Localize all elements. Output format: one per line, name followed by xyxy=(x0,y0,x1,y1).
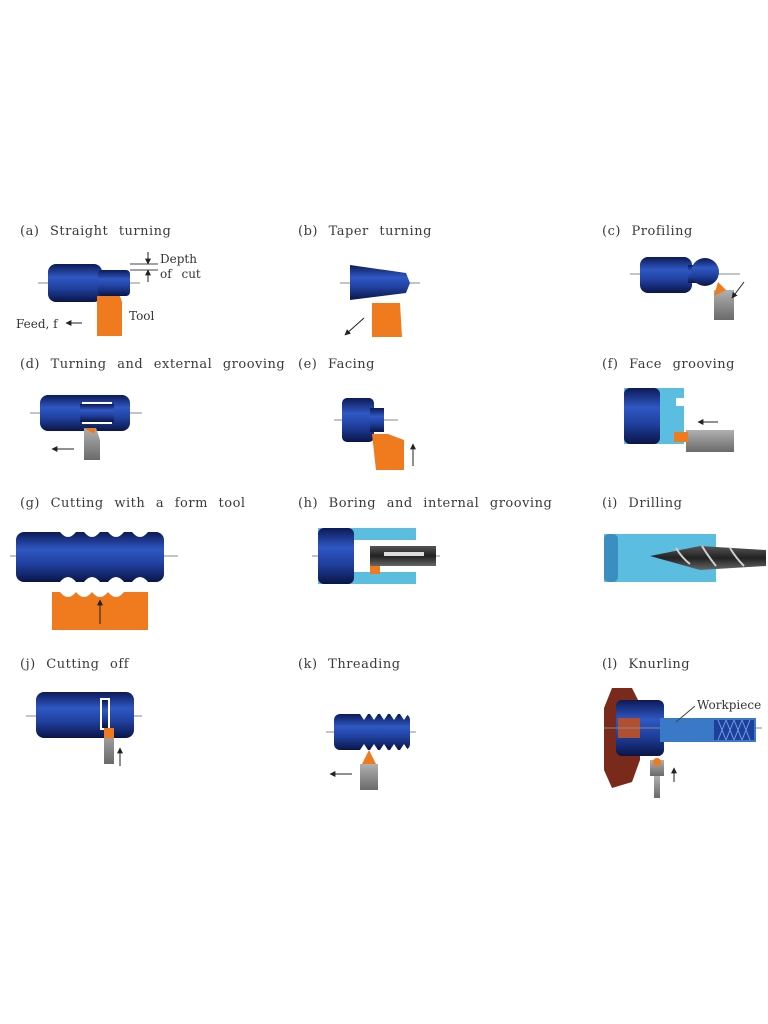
title-turning-external-grooving: (d) Turning and external grooving xyxy=(20,357,286,372)
title-facing: (e) Facing xyxy=(298,357,375,372)
boring-internal-grooving-figure xyxy=(312,528,440,584)
drilling-figure xyxy=(604,534,766,582)
title-knurling: (l) Knurling xyxy=(602,657,691,672)
profiling-figure xyxy=(630,257,745,320)
workpiece-label: Workpiece xyxy=(697,698,762,712)
title-profiling: (c) Profiling xyxy=(602,224,693,239)
threading-figure xyxy=(326,714,416,790)
depth-of-cut-label-line1: Depth xyxy=(160,252,197,266)
title-face-grooving: (f) Face grooving xyxy=(602,357,735,372)
feed-label: Feed, f xyxy=(16,317,58,331)
straight-turning-figure xyxy=(38,252,158,336)
title-boring-internal-grooving: (h) Boring and internal grooving xyxy=(298,496,553,511)
depth-of-cut-label-line2: of cut xyxy=(160,267,201,281)
taper-turning-figure xyxy=(340,265,420,337)
tool-label: Tool xyxy=(129,309,155,323)
title-drilling: (i) Drilling xyxy=(602,496,683,511)
facing-figure xyxy=(334,398,416,470)
title-straight-turning: (a) Straight turning xyxy=(20,224,172,239)
title-threading: (k) Threading xyxy=(298,657,401,672)
turning-external-grooving-figure xyxy=(30,395,142,460)
cutting-off-figure xyxy=(26,692,142,766)
title-taper-turning: (b) Taper turning xyxy=(298,224,432,239)
form-tool-figure xyxy=(10,532,178,630)
title-cutting-form-tool: (g) Cutting with a form tool xyxy=(20,496,246,511)
title-cutting-off: (j) Cutting off xyxy=(20,657,130,672)
knurling-figure xyxy=(604,688,762,798)
face-grooving-figure xyxy=(624,388,734,452)
